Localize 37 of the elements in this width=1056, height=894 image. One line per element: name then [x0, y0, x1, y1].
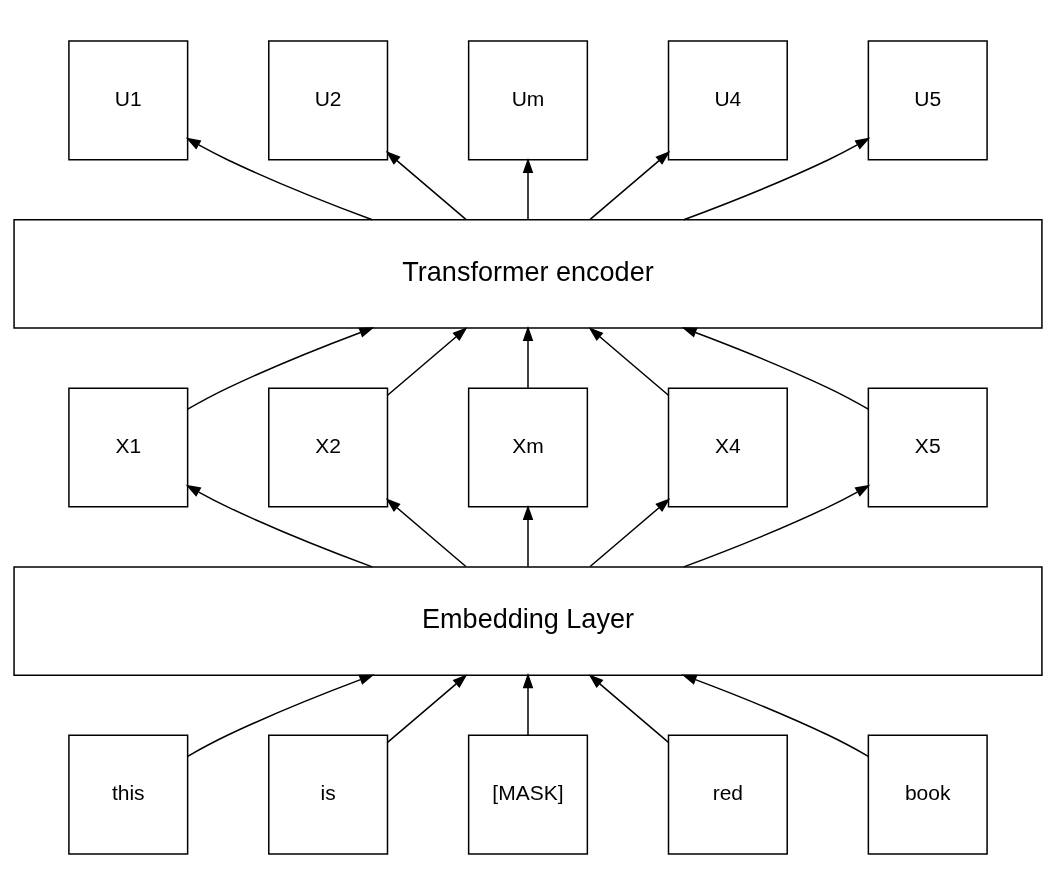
- node-box: red: [667, 734, 788, 855]
- node-box: book: [867, 734, 988, 855]
- arrow: [185, 484, 373, 568]
- arrow: [186, 326, 375, 410]
- arrow: [683, 137, 871, 220]
- node-box: this: [68, 734, 189, 855]
- arrow: [588, 673, 670, 743]
- arrow: [186, 673, 375, 757]
- node-box: U5: [867, 39, 988, 160]
- arrow: [522, 504, 534, 567]
- arrow: [683, 484, 871, 568]
- node-box: X1: [68, 386, 189, 508]
- node-box: U2: [268, 39, 389, 160]
- node-box: X5: [867, 386, 988, 508]
- arrow: [185, 137, 373, 220]
- arrow: [385, 497, 467, 567]
- arrow: [681, 673, 870, 757]
- arrow: [522, 672, 534, 736]
- node-box: Embedding Layer: [13, 565, 1043, 676]
- node-box: X2: [268, 386, 389, 508]
- arrow: [522, 157, 534, 220]
- node-box: Xm: [467, 386, 589, 508]
- arrow: [589, 150, 671, 220]
- node-box: Transformer encoder: [13, 218, 1043, 329]
- arrow: [386, 326, 468, 396]
- node-box: U4: [667, 39, 788, 160]
- arrow: [522, 325, 534, 389]
- arrow: [386, 673, 468, 743]
- arrow: [681, 326, 870, 410]
- arrow: [385, 150, 467, 220]
- arrow: [589, 497, 671, 567]
- arrow: [588, 326, 670, 396]
- node-box: is: [268, 734, 389, 855]
- node-box: [MASK]: [467, 734, 589, 855]
- node-box: U1: [68, 39, 189, 160]
- node-box: X4: [667, 386, 788, 508]
- node-box: Um: [467, 39, 589, 160]
